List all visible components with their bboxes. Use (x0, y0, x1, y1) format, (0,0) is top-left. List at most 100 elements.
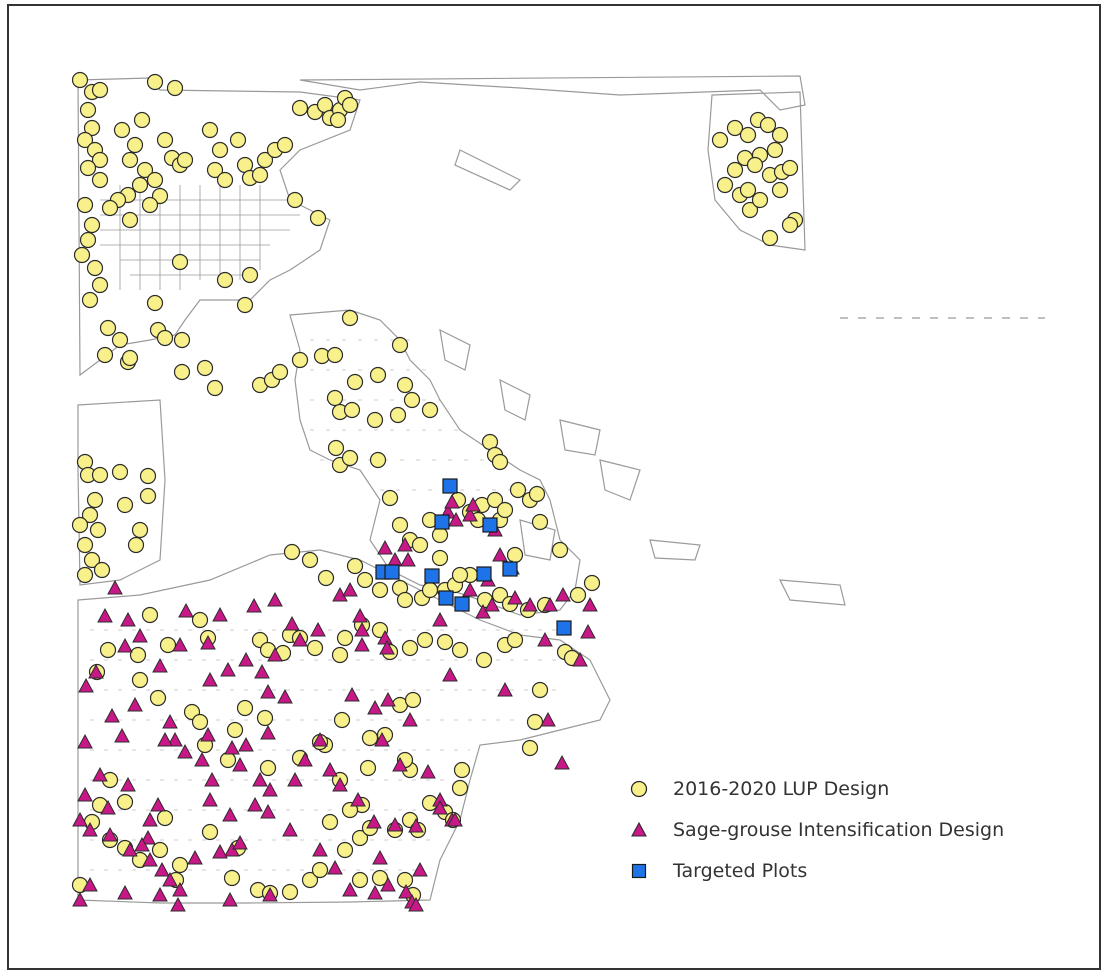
lup-design-point (126, 136, 144, 154)
legend-label-lup: 2016-2020 LUP Design (673, 777, 890, 800)
lup-design-point (771, 181, 789, 199)
lup-design-point (711, 131, 729, 149)
sage-grouse-point (372, 849, 388, 865)
boundary-north-strip (299, 75, 806, 111)
lup-design-point (86, 491, 104, 509)
sage-grouse-point (132, 627, 148, 643)
lup-design-point (421, 581, 439, 599)
lup-design-point (333, 711, 351, 729)
lup-design-point (321, 813, 339, 831)
lup-design-point (726, 119, 744, 137)
sage-grouse-point (367, 884, 383, 900)
lup-design-point (121, 151, 139, 169)
sage-grouse-point (72, 891, 88, 907)
sage-grouse-point (246, 597, 262, 613)
lup-design-point (369, 366, 387, 384)
sage-grouse-point (92, 766, 108, 782)
lup-design-point (311, 861, 329, 879)
land-boundary-outlines (77, 75, 1045, 904)
lup-design-point (301, 551, 319, 569)
lup-design-point (371, 581, 389, 599)
lup-design-point (396, 591, 414, 609)
targeted-plot-point (384, 564, 400, 580)
lup-design-point (206, 161, 224, 179)
lup-design-point (491, 586, 509, 604)
sage-grouse-point (310, 621, 326, 637)
sage-grouse-point (462, 506, 478, 522)
lup-design-point (201, 121, 219, 139)
lup-design-point (116, 793, 134, 811)
lup-design-point (751, 191, 769, 209)
sage-grouse-point (444, 493, 460, 509)
lup-design-point (739, 181, 757, 199)
targeted-plot-point (502, 561, 518, 577)
lup-design-point (496, 501, 514, 519)
lup-design-point (343, 401, 361, 419)
sage-grouse-point (120, 611, 136, 627)
lup-design-point (191, 611, 209, 629)
sage-grouse-point (212, 606, 228, 622)
lup-design-point (113, 121, 131, 139)
lup-design-point (139, 487, 157, 505)
sage-grouse-point (238, 736, 254, 752)
lup-design-point (716, 176, 734, 194)
lup-design-point (431, 549, 449, 567)
lup-design-point (131, 176, 149, 194)
sage-grouse-point (582, 596, 598, 612)
sage-grouse-point (354, 636, 370, 652)
sage-grouse-point (392, 756, 408, 772)
sage-grouse-point (262, 886, 278, 902)
lup-design-point (291, 351, 309, 369)
lup-design-point (111, 463, 129, 481)
targeted-plot-point (454, 596, 470, 612)
lup-design-point (149, 689, 167, 707)
lup-design-point (356, 571, 374, 589)
lup-design-point (369, 451, 387, 469)
lup-design-point (79, 231, 97, 249)
sage-grouse-point (267, 646, 283, 662)
lup-design-point (451, 641, 469, 659)
lup-design-point (79, 101, 97, 119)
lup-design-point (73, 246, 91, 264)
sage-grouse-point (104, 707, 120, 723)
sage-grouse-point (247, 796, 263, 812)
sage-grouse-point (380, 876, 396, 892)
lup-design-point (226, 721, 244, 739)
sage-grouse-point (332, 776, 348, 792)
lup-design-point (89, 521, 107, 539)
sage-grouse-point (284, 615, 300, 631)
sage-grouse-point (374, 731, 390, 747)
sage-grouse-point (222, 891, 238, 907)
lup-design-point (331, 646, 349, 664)
lup-design-point (223, 869, 241, 887)
sage-grouse-point (78, 677, 94, 693)
lup-design-point (166, 79, 184, 97)
lup-design-point (141, 196, 159, 214)
sage-grouse-point (408, 896, 424, 912)
sage-grouse-point (380, 691, 396, 707)
sage-grouse-point (377, 539, 393, 555)
lup-design-point (389, 406, 407, 424)
sage-grouse-point (522, 596, 538, 612)
legend-item-lup: 2016-2020 LUP Design (625, 768, 1085, 809)
lup-design-point (91, 276, 109, 294)
sage-grouse-point (202, 671, 218, 687)
sage-grouse-point (82, 876, 98, 892)
lup-design-point (475, 651, 493, 669)
lup-design-point (583, 574, 601, 592)
targeted-plot-points (375, 478, 572, 636)
map-legend: 2016-2020 LUP Design Sage-grouse Intensi… (625, 768, 1085, 891)
sage-grouse-point (277, 688, 293, 704)
sage-grouse-point (379, 639, 395, 655)
lup-design-point (309, 209, 327, 227)
lup-design-point (526, 713, 544, 731)
sage-grouse-point (117, 637, 133, 653)
lup-design-point (201, 823, 219, 841)
sage-grouse-point (262, 781, 278, 797)
sage-grouse-point (154, 861, 170, 877)
lup-design-point (531, 513, 549, 531)
sage-grouse-point (350, 791, 366, 807)
lup-design-point (361, 729, 379, 747)
lup-design-point (196, 359, 214, 377)
sage-grouse-point (327, 859, 343, 875)
